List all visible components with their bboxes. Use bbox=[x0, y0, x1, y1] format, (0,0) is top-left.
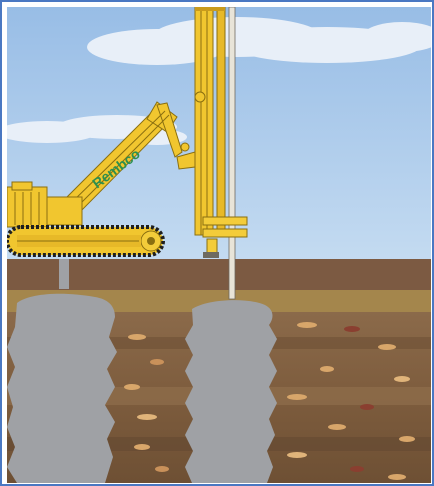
drill-mast bbox=[195, 7, 225, 235]
pile-driving-illustration: Rembco bbox=[7, 7, 431, 483]
ground-surface bbox=[7, 259, 431, 291]
pile-in-progress bbox=[185, 300, 277, 483]
crawler-track bbox=[7, 227, 163, 255]
drill-shaft bbox=[229, 7, 235, 299]
